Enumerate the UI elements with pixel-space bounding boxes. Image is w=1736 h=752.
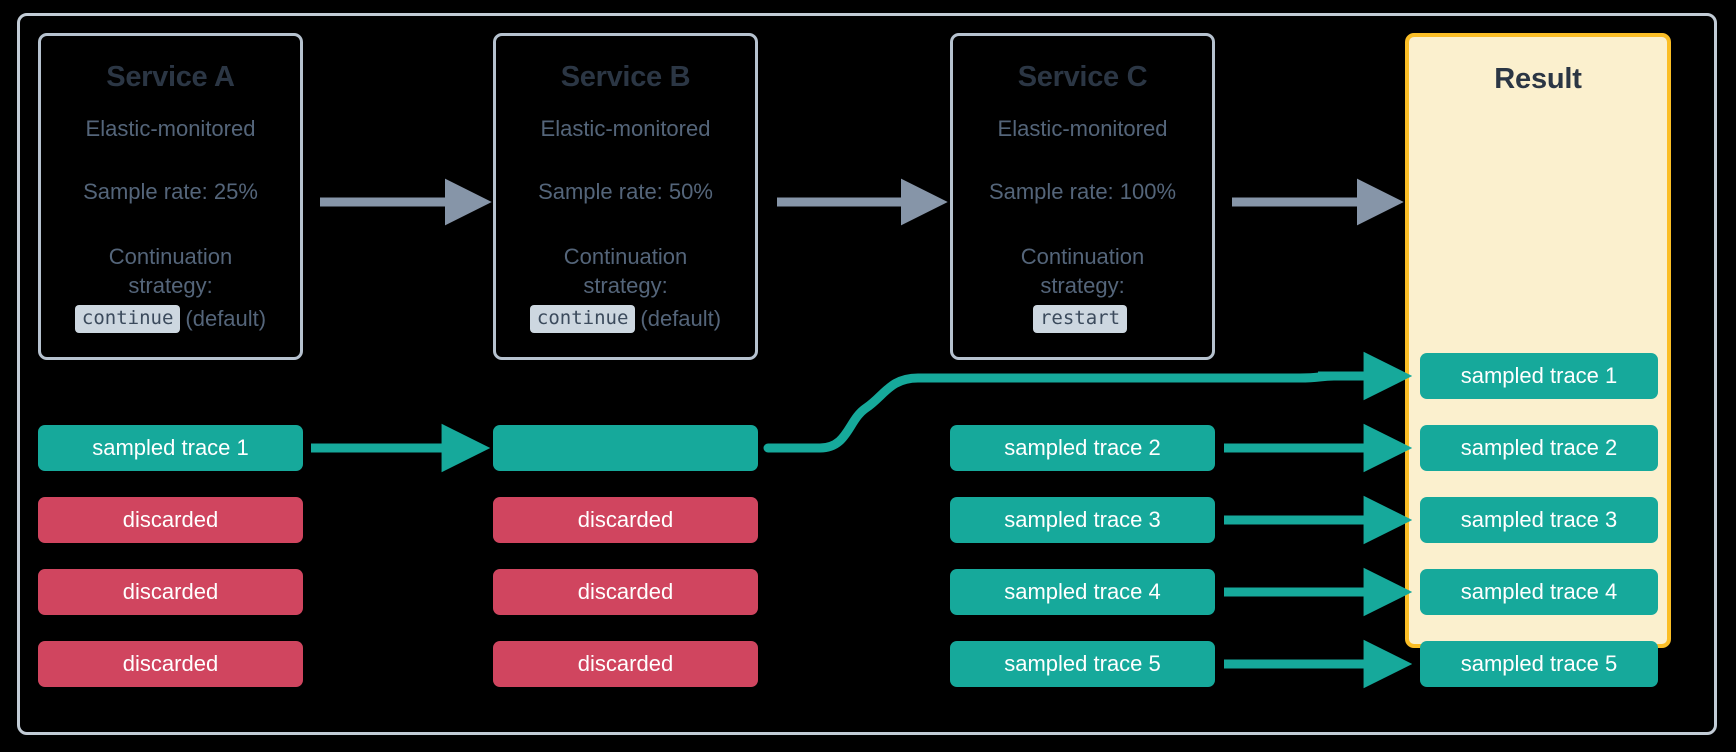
service-c-strategy-line1: Continuation [1020, 243, 1145, 269]
trace-pill-b-4[interactable]: discarded [493, 641, 758, 687]
service-b-strategy-line1: Continuation [563, 243, 688, 269]
diagram-outer-frame [17, 13, 1717, 735]
service-c-subtitle: Elastic-monitored [997, 115, 1168, 141]
service-c-title: Service C [1017, 61, 1148, 93]
service-b-strategy-value: continue(default) [496, 304, 755, 334]
result-pill-4[interactable]: sampled trace 4 [1420, 569, 1658, 615]
trace-pill-a-2[interactable]: discarded [38, 497, 303, 543]
service-b-strategy-code: continue [529, 305, 636, 334]
result-pill-2[interactable]: sampled trace 2 [1420, 425, 1658, 471]
result-pill-3[interactable]: sampled trace 3 [1420, 497, 1658, 543]
service-card-a: Service A Elastic-monitored Sample rate:… [38, 33, 303, 360]
trace-pill-b-3[interactable]: discarded [493, 569, 758, 615]
service-b-strategy-line2: strategy: [583, 272, 668, 298]
service-a-strategy-line2: strategy: [128, 272, 213, 298]
service-b-subtitle: Elastic-monitored [540, 115, 711, 141]
service-c-sample-rate: Sample rate: 100% [988, 179, 1177, 205]
trace-pill-a-4[interactable]: discarded [38, 641, 303, 687]
result-pill-5[interactable]: sampled trace 5 [1420, 641, 1658, 687]
service-c-strategy-line2: strategy: [1040, 272, 1125, 298]
result-title: Result [1494, 63, 1582, 95]
service-b-strategy-note: (default) [640, 306, 722, 332]
trace-pill-c-1[interactable]: sampled trace 2 [950, 425, 1215, 471]
service-b-title: Service B [560, 61, 691, 93]
trace-pill-b-1[interactable] [493, 425, 758, 471]
service-b-strategy-label: Continuation strategy: [496, 242, 755, 301]
trace-pill-a-3[interactable]: discarded [38, 569, 303, 615]
trace-pill-c-3[interactable]: sampled trace 4 [950, 569, 1215, 615]
service-c-strategy-value: restart [953, 304, 1212, 334]
service-card-b: Service B Elastic-monitored Sample rate:… [493, 33, 758, 360]
result-panel: Result [1405, 33, 1671, 648]
trace-pill-b-2[interactable]: discarded [493, 497, 758, 543]
service-a-strategy-code: continue [74, 305, 181, 334]
service-a-strategy-value: continue(default) [41, 304, 300, 334]
service-a-strategy-note: (default) [185, 306, 267, 332]
trace-pill-a-1[interactable]: sampled trace 1 [38, 425, 303, 471]
service-a-strategy-line1: Continuation [108, 243, 233, 269]
service-card-c: Service C Elastic-monitored Sample rate:… [950, 33, 1215, 360]
result-pill-1[interactable]: sampled trace 1 [1420, 353, 1658, 399]
service-a-title: Service A [106, 61, 235, 93]
service-c-strategy-label: Continuation strategy: [953, 242, 1212, 301]
trace-pill-c-2[interactable]: sampled trace 3 [950, 497, 1215, 543]
service-b-sample-rate: Sample rate: 50% [538, 179, 713, 205]
service-c-strategy-code: restart [1032, 305, 1128, 334]
service-a-strategy-label: Continuation strategy: [41, 242, 300, 301]
trace-pill-c-4[interactable]: sampled trace 5 [950, 641, 1215, 687]
service-a-subtitle: Elastic-monitored [85, 115, 256, 141]
service-a-sample-rate: Sample rate: 25% [83, 179, 258, 205]
